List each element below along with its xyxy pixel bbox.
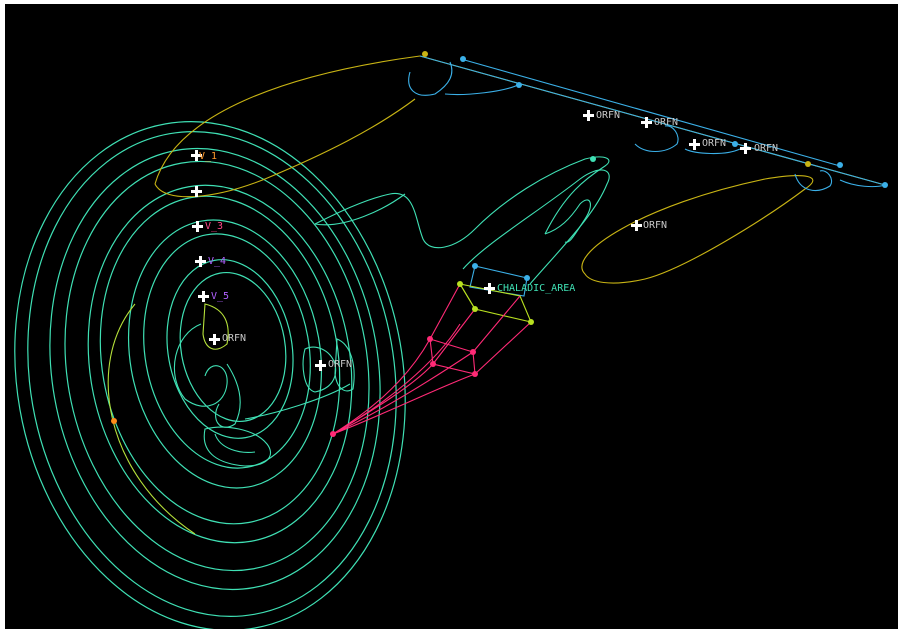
spiral-disc[interactable] [5,90,445,629]
point-mag-2[interactable] [470,349,476,355]
marker-cross-icon[interactable] [641,117,652,128]
sweep-tube [154,55,886,284]
label-chaladic-area: CHALADIC_AREA [497,283,575,294]
marker-cross-icon[interactable] [315,360,326,371]
marker-cross-icon[interactable] [192,221,203,232]
spiral-ring-9 [166,259,294,439]
label-orfn-tip1: ORFN [596,110,620,121]
spiral-ring-1 [14,121,406,629]
spiral-ring-7 [127,219,323,489]
point-blue-6[interactable] [472,263,478,269]
marker-cross-icon[interactable] [484,283,495,294]
marker-cross-icon[interactable] [195,256,206,267]
point-yellow-1[interactable] [422,51,428,57]
point-yg-2[interactable] [528,319,534,325]
label-orfn-tip3: ORFN [702,138,726,149]
cad-viewport[interactable]: V_1 V_3 V_4 V_5 ORFN ORFN ORFN ORFN ORFN… [5,4,898,629]
point-blue-1[interactable] [460,56,466,62]
marker-cross-icon[interactable] [583,110,594,121]
label-v3: V_3 [205,221,223,232]
wireframe-scene[interactable]: V_1 V_3 V_4 V_5 ORFN ORFN ORFN ORFN ORFN… [5,4,898,629]
label-v1: V_1 [199,151,217,162]
datum-labels: V_1 V_3 V_4 V_5 ORFN ORFN ORFN ORFN ORFN… [199,110,778,370]
marker-cross-icon[interactable] [191,186,202,197]
label-orfn-tip2: ORFN [654,117,678,128]
spiral-ring-10 [179,271,287,423]
wave-curve [314,156,610,285]
spiral-ring-3 [49,147,381,591]
label-v5: V_5 [211,291,229,302]
spiral-ring-8 [143,233,311,469]
spiral-ring-5 [87,184,353,544]
point-blue-3[interactable] [837,162,843,168]
datum-markers[interactable] [191,110,751,371]
label-orfn-tip4: ORFN [754,143,778,154]
marker-cross-icon[interactable] [191,150,202,161]
point-mag-4[interactable] [430,361,436,367]
point-yg-3[interactable] [472,306,478,312]
point-blue-2[interactable] [516,82,522,88]
inner-sculpture [173,323,355,467]
label-orfn-center: ORFN [222,333,246,344]
point-yg-1[interactable] [457,281,463,287]
point-blue-7[interactable] [524,275,530,281]
point-mag-3[interactable] [472,371,478,377]
label-v4: V_4 [208,256,226,267]
label-orfn-right: ORFN [643,220,667,231]
label-orfn-mid: ORFN [328,359,352,370]
point-blue-5[interactable] [732,141,738,147]
marker-cross-icon[interactable] [209,334,220,345]
point-yellow-2[interactable] [805,161,811,167]
point-mag-1[interactable] [427,336,433,342]
marker-cross-icon[interactable] [631,220,642,231]
control-points[interactable] [111,51,888,437]
point-cyan-top[interactable] [590,156,596,162]
marker-cross-icon[interactable] [740,143,751,154]
spiral-ring-6 [99,195,341,525]
spiral-ring-4 [64,160,370,572]
spiral-ring-2 [27,131,397,617]
point-blue-4[interactable] [882,182,888,188]
marker-cross-icon[interactable] [198,291,209,302]
point-mag-origin[interactable] [330,431,336,437]
point-orange[interactable] [111,418,117,424]
marker-cross-icon[interactable] [689,139,700,150]
